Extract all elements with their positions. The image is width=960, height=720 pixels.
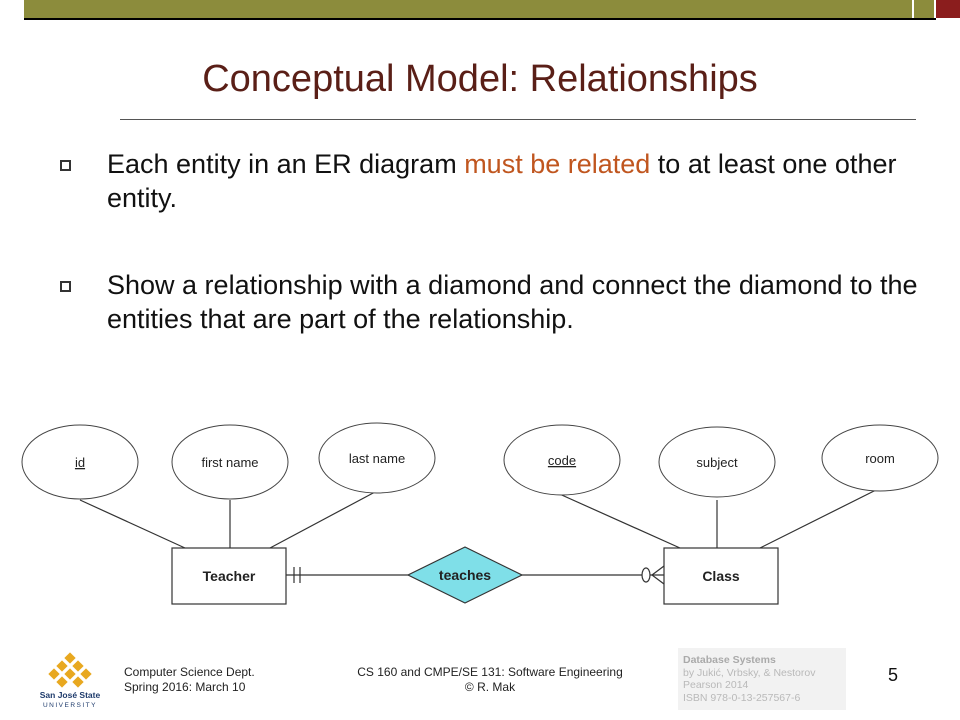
top-decor-bar — [24, 0, 912, 18]
reference-publisher: Pearson 2014 — [683, 679, 749, 691]
hollow-square-bullet-icon — [60, 281, 71, 292]
attribute-label: id — [75, 455, 85, 470]
reference-isbn: ISBN 978-0-13-257567-6 — [683, 691, 801, 704]
top-rule — [24, 18, 936, 20]
bullet-text: Each entity in an ER diagram must be rel… — [107, 147, 920, 215]
svg-text:UNIVERSITY: UNIVERSITY — [43, 702, 97, 709]
footer-author: © R. Mak — [464, 680, 516, 694]
sjsu-logo: San José State UNIVERSITY — [40, 652, 101, 709]
entity-box-teacher — [171, 547, 287, 605]
entity-label: Class — [702, 568, 740, 584]
relationship-label: teaches — [439, 567, 491, 583]
footer-dept: Computer Science Dept. Spring 2016: Marc… — [124, 665, 255, 695]
attribute-ellipse — [821, 424, 939, 492]
attribute-ellipse — [21, 424, 139, 500]
attribute-label: room — [865, 451, 895, 466]
bullet-item: Each entity in an ER diagram must be rel… — [60, 147, 920, 215]
attribute-ellipse — [171, 424, 289, 500]
bullet-highlight: must be related — [464, 149, 651, 179]
attribute-ellipse — [503, 424, 621, 496]
slide-number: 5 — [888, 665, 899, 685]
title-underline — [120, 119, 916, 120]
er-diagram: id first name last name code subject roo… — [21, 422, 939, 605]
slide-title: Conceptual Model: Relationships — [202, 58, 758, 100]
footer-course-name: CS 160 and CMPE/SE 131: Software Enginee… — [357, 665, 623, 679]
bullet-text: Show a relationship with a diamond and c… — [107, 270, 918, 334]
optional-circle-mark — [641, 567, 651, 583]
relationship-diamond — [406, 546, 524, 604]
entity-label: Teacher — [203, 568, 256, 584]
footer-dept-name: Computer Science Dept. — [124, 665, 255, 679]
bullet-text-part: Each entity in an ER diagram — [107, 149, 465, 179]
footer-term: Spring 2016: March 10 — [124, 680, 246, 694]
top-decor-square — [914, 0, 934, 18]
bullet-text-part: to at least one other entity. — [107, 149, 897, 213]
footer-course: CS 160 and CMPE/SE 131: Software Enginee… — [330, 665, 650, 695]
reference-box: Database Systems by Jukić, Vrbsky, & Nes… — [678, 648, 846, 710]
connector-line — [759, 487, 881, 549]
crows-foot-mark — [651, 565, 665, 576]
top-decor-square-red — [936, 0, 960, 18]
connector-line — [554, 491, 681, 549]
attribute-label: code — [548, 453, 576, 468]
attribute-label: subject — [696, 455, 738, 470]
crows-foot-mark — [651, 574, 665, 585]
connector-line — [79, 499, 186, 549]
bullet-item: Show a relationship with a diamond and c… — [60, 268, 920, 336]
entity-box-class — [663, 547, 779, 605]
attribute-ellipse — [658, 426, 776, 498]
reference-title: Database Systems — [683, 654, 776, 666]
reference-authors: by Jukić, Vrbsky, & Nestorov — [683, 666, 816, 679]
attribute-label: last name — [349, 451, 405, 466]
attribute-ellipse — [318, 422, 436, 494]
hollow-square-bullet-icon — [60, 160, 71, 171]
connector-line — [269, 491, 376, 549]
svg-text:San José State: San José State — [40, 690, 101, 700]
attribute-label: first name — [201, 455, 258, 470]
